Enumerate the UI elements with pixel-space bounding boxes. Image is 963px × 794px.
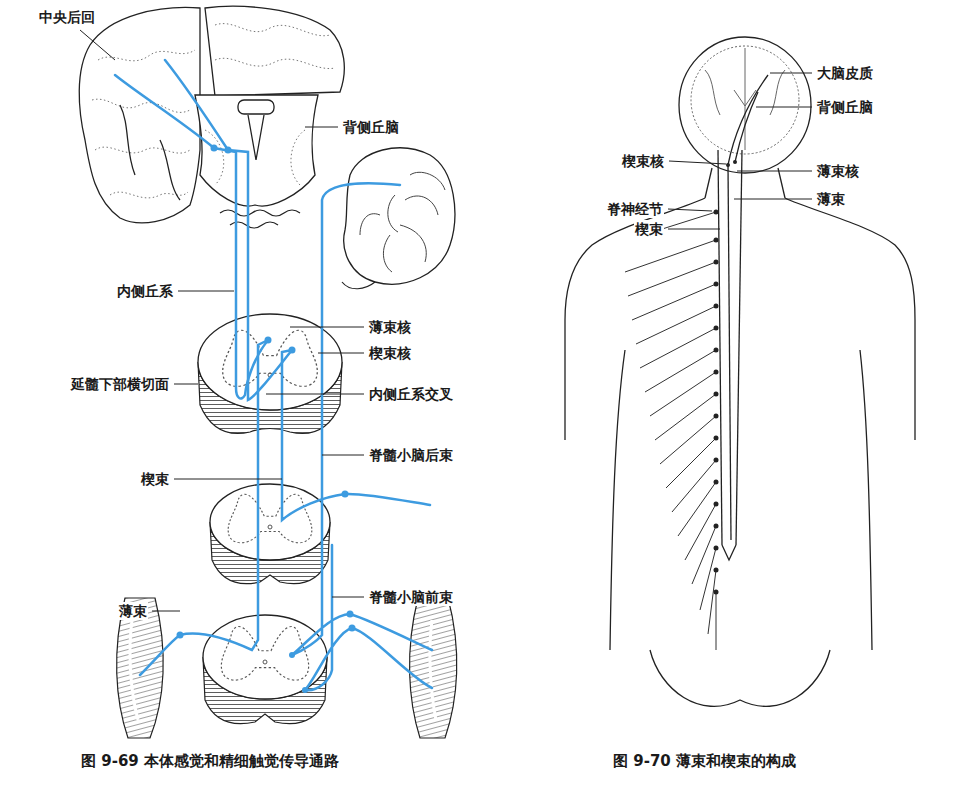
spinal-section <box>203 615 327 724</box>
spinal-ganglion <box>714 160 738 595</box>
spinal-cord <box>718 75 768 560</box>
structure-label: 大脑皮质 <box>816 64 874 82</box>
figure-caption: 图 9-69 本体感觉和精细触觉传导通路 <box>80 752 340 771</box>
structure-label: 薄束核 <box>368 318 412 336</box>
structure-label: 楔束核 <box>621 152 665 170</box>
structure-label: 背侧丘脑 <box>816 98 874 116</box>
structure-label: 内侧丘系交叉 <box>368 385 454 403</box>
leader-line <box>668 73 812 229</box>
brain-outline <box>691 46 799 154</box>
structure-label: 薄束核 <box>816 162 860 180</box>
structure-label: 脊神经节 <box>606 200 664 218</box>
leader-line <box>80 30 364 611</box>
figure-caption: 图 9-70 薄束和楔束的构成 <box>612 752 797 771</box>
structure-label: 脊髓小脑后束 <box>368 446 454 464</box>
structure-label: 中央后回 <box>38 8 96 26</box>
spinal-section <box>210 484 330 584</box>
structure-label: 薄束 <box>118 602 148 620</box>
cerebellum <box>342 148 455 289</box>
spinal-nerve <box>625 212 716 650</box>
structure-label: 脊髓小脑前束 <box>368 588 454 606</box>
body-outline <box>565 37 915 706</box>
structure-label: 背侧丘脑 <box>342 118 400 136</box>
brain-gyri <box>92 24 335 198</box>
medulla-section <box>198 314 342 433</box>
structure-label: 楔束 <box>140 470 170 488</box>
structure-label: 内侧丘系 <box>116 282 174 300</box>
brain-section <box>79 6 344 223</box>
structure-label: 楔束 <box>634 220 664 238</box>
structure-label: 楔束核 <box>368 344 412 362</box>
structure-label: 延髓下部横切面 <box>70 375 170 393</box>
structure-label: 薄束 <box>816 190 846 208</box>
neuron-body <box>177 145 356 694</box>
